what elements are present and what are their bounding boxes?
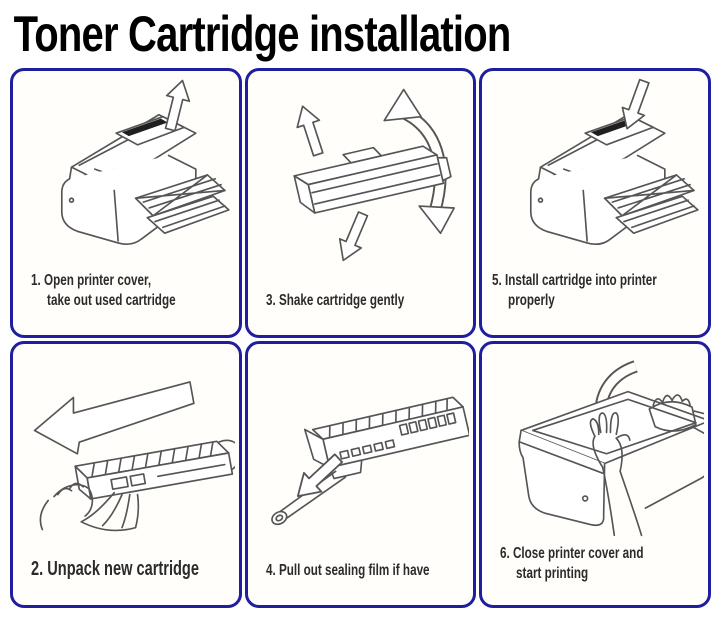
step-caption: 5. Install cartridge into printer proper… — [490, 271, 704, 311]
step-panel-4: 4. Pull out sealing film if have — [244, 341, 477, 608]
step-panel-5: 5. Install cartridge into printer proper… — [479, 68, 711, 338]
up-arrow-icon — [164, 79, 191, 132]
down-left-arrow-icon — [296, 453, 343, 498]
up-left-arrow-icon — [296, 105, 324, 157]
page-title: Toner Cartridge installation — [13, 6, 512, 62]
caption-line-2: start printing — [516, 565, 589, 582]
cartridge-shake-icon — [293, 88, 455, 262]
curved-arrow-bottom-head-icon — [417, 205, 455, 235]
step-caption: 3. Shake cartridge gently — [256, 291, 470, 311]
caption-line-2: properly — [508, 292, 556, 309]
down-arrow-icon — [621, 78, 651, 130]
hands-unpack-arrow-left-icon — [33, 381, 235, 532]
caption-line-1: 2. Unpack new cartridge — [31, 558, 199, 580]
step-panel-6: 6. Close printer cover and start printin… — [479, 341, 711, 608]
left-arrow-icon — [33, 381, 195, 455]
pull-sealing-film-illustration — [256, 348, 470, 550]
caption-line-1: 5. Install cartridge into printer — [492, 272, 658, 289]
step-caption: 1. Open printer cover, take out used car… — [21, 271, 235, 311]
caption-line-1: 4. Pull out sealing film if have — [265, 562, 430, 579]
shake-cartridge-illustration — [256, 75, 470, 273]
step-caption: 6. Close printer cover and start printin… — [490, 544, 704, 584]
printer-open-arrow-down-icon — [530, 78, 699, 246]
curved-arrow-top-head-icon — [383, 88, 422, 122]
hands-close-cover-icon — [518, 360, 704, 537]
caption-line-2: take out used cartridge — [47, 292, 176, 309]
caption-line-1: 1. Open printer cover, — [31, 272, 152, 289]
cartridge-sealing-film-icon — [270, 396, 470, 526]
step-caption: 2. Unpack new cartridge — [21, 558, 235, 581]
step-caption: 4. Pull out sealing film if have — [256, 561, 470, 581]
page-header: Toner Cartridge installation — [0, 0, 720, 68]
step-panel-3: 3. Shake cartridge gently — [244, 68, 477, 338]
steps-grid: 1. Open printer cover, take out used car… — [10, 68, 711, 608]
step-panel-2: 2. Unpack new cartridge — [10, 341, 242, 608]
caption-line-1: 3. Shake cartridge gently — [265, 292, 404, 309]
down-arrow-icon — [338, 211, 368, 262]
unpack-cartridge-illustration — [21, 348, 235, 548]
close-printer-cover-illustration — [490, 348, 704, 544]
step-panel-1: 1. Open printer cover, take out used car… — [10, 68, 242, 338]
printer-open-arrow-up-icon — [60, 79, 230, 246]
printer-install-cartridge-illustration — [490, 75, 704, 271]
printer-open-cover-illustration — [21, 75, 235, 271]
caption-line-1: 6. Close printer cover and — [500, 545, 644, 562]
